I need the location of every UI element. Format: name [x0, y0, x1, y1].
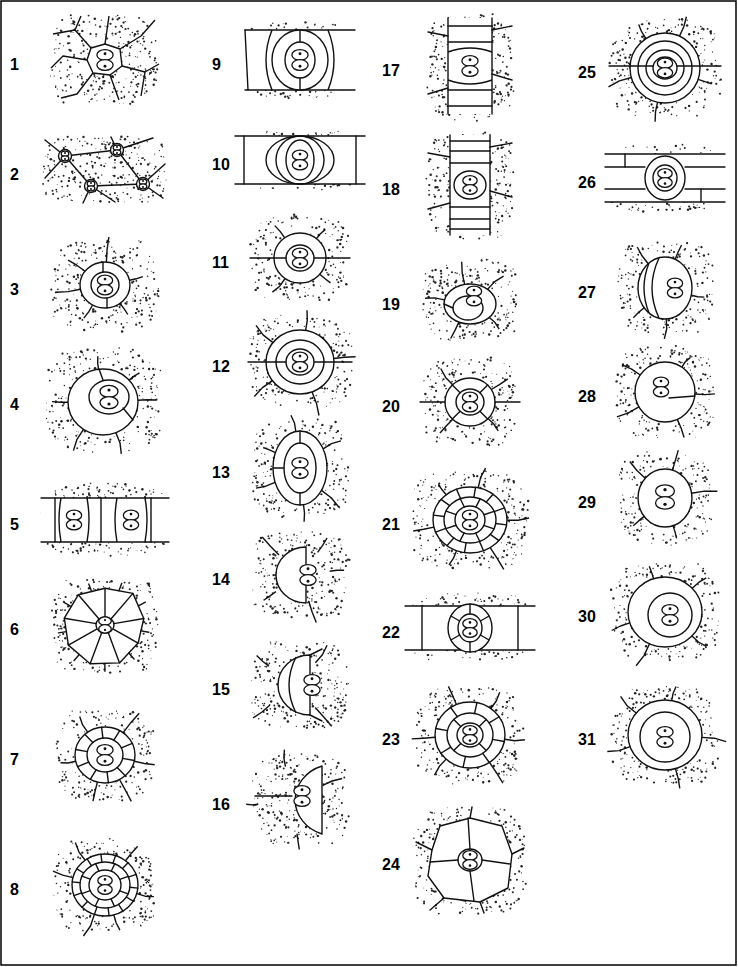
figure-stage: 1234567891011121314151617181920212223242… — [0, 0, 738, 967]
